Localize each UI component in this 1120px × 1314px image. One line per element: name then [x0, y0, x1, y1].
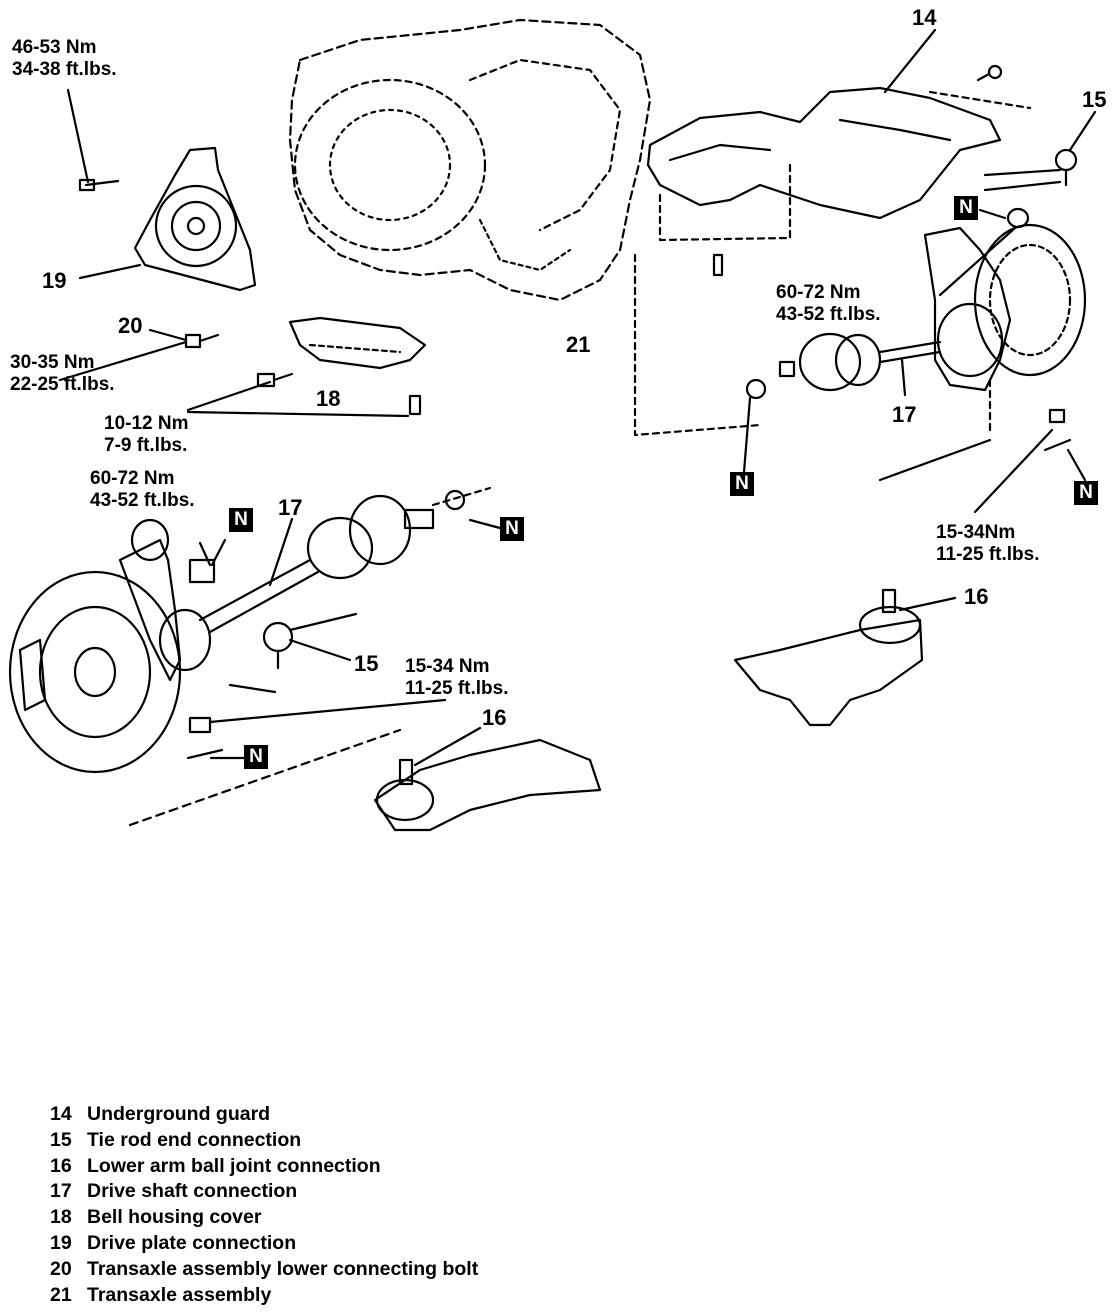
- callout-17: 17: [892, 402, 917, 427]
- left-hub-drawing: [8, 518, 277, 774]
- drive-plate-drawing: [78, 146, 257, 292]
- callout-20: 20: [118, 313, 143, 338]
- new-part-marker: N: [500, 517, 524, 541]
- callout-17: 17: [278, 495, 303, 520]
- new-part-marker: N: [1074, 481, 1098, 505]
- exploded-parts-diagram: [8, 18, 1097, 832]
- callout-14: 14: [912, 5, 937, 30]
- left-tie-rod-drawing: [262, 612, 358, 670]
- transaxle-assembly-drawing: [288, 18, 652, 302]
- callout-21: 21: [566, 332, 591, 357]
- left-drive-shaft-drawing: [198, 486, 492, 634]
- callout-15: 15: [354, 651, 379, 676]
- callout-16: 16: [482, 705, 507, 730]
- right-drive-shaft-drawing: [633, 253, 1072, 482]
- underground-guard-drawing: [646, 64, 1032, 277]
- leader-lines: [58, 28, 1097, 767]
- left-lower-arm-drawing: [128, 728, 602, 832]
- new-part-marker: N: [229, 508, 253, 532]
- callout-15: 15: [1082, 87, 1107, 112]
- right-knuckle-drawing: [923, 148, 1087, 392]
- callout-19: 19: [42, 268, 67, 293]
- new-part-marker: N: [954, 196, 978, 220]
- new-part-marker: N: [244, 745, 268, 769]
- callout-16: 16: [964, 584, 989, 609]
- bell-housing-cover-drawing: [184, 316, 427, 416]
- new-part-marker: N: [730, 472, 754, 496]
- callout-18: 18: [316, 386, 341, 411]
- right-lower-arm-drawing: [733, 588, 924, 727]
